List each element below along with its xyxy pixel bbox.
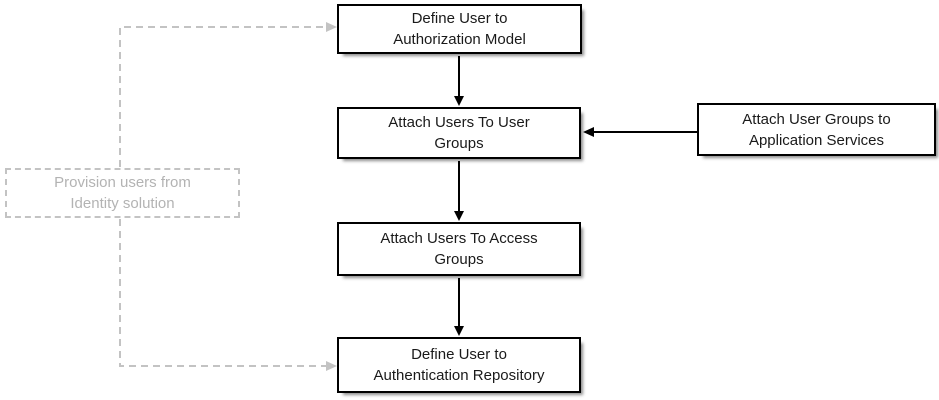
edge-app-services-to-user-groups (583, 127, 697, 137)
node-label-line: Groups (434, 135, 484, 152)
edge-user-groups-to-access-groups (454, 161, 464, 221)
node-label-line: Identity solution (70, 195, 175, 212)
node-define-user-to-authentication-repository: Define User to Authentication Repository (337, 337, 581, 393)
node-label-line: Authentication Repository (373, 367, 545, 384)
node-label-line: Groups (434, 251, 484, 268)
node-attach-users-to-access-groups: Attach Users To Access Groups (337, 222, 581, 276)
edge-provision-to-repository (119, 219, 337, 371)
edge-access-groups-to-repository (454, 278, 464, 336)
node-attach-users-to-user-groups: Attach Users To User Groups (337, 107, 581, 159)
node-provision-users-from-identity-solution: Provision users from Identity solution (5, 168, 240, 218)
node-label-line: Application Services (748, 131, 885, 149)
node-label-line: Define User to (411, 346, 507, 363)
node-attach-user-groups-to-application-services: Attach User Groups to Application Servic… (697, 103, 936, 156)
edge-provision-to-model (119, 22, 337, 167)
node-label-line: Authorization Model (393, 31, 526, 48)
node-label-line: Define User to (411, 10, 508, 27)
node-label-line: Attach Users To User (388, 114, 530, 131)
node-label-line: Attach Users To Access (380, 230, 538, 247)
edge-model-to-user-groups (454, 56, 464, 106)
node-label-line: Provision users from (54, 174, 191, 191)
node-label-line: Attach User Groups to (742, 110, 891, 128)
node-define-user-to-authorization-model: Define User to Authorization Model (337, 4, 582, 54)
